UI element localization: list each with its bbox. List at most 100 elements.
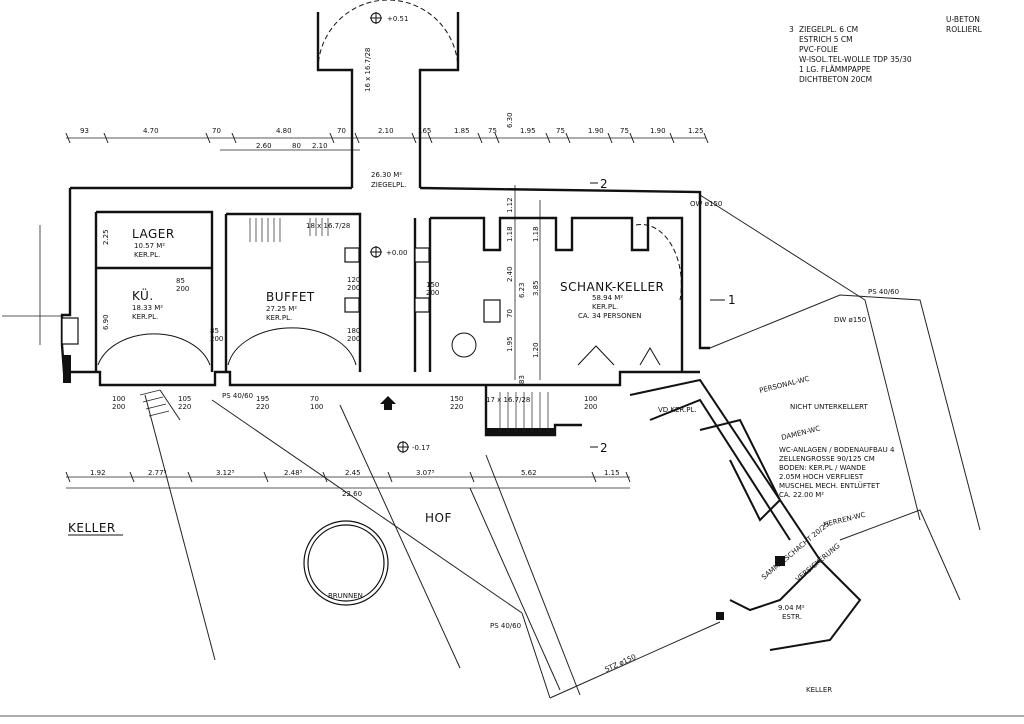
stair-label-2: 16 x 16.7/28 [364, 48, 372, 92]
dim-vert-2: 1.18 [532, 226, 540, 242]
dim-bottom-3: 2.48⁵ [284, 469, 303, 477]
section-lines [590, 182, 725, 448]
dim-vert-1: 1.18 [506, 226, 514, 242]
dim-top-11: 1.90 [588, 127, 604, 135]
keller-bottom-label: KELLER [806, 686, 832, 694]
room-buffet-name: BUFFET [266, 290, 315, 304]
room-corridor-floor: ZIEGELPL. [371, 181, 406, 189]
notes-line-2: ESTRICH 5 CM [799, 35, 853, 44]
dim-total: 22.60 [342, 490, 362, 498]
wc-annex-walls [629, 378, 862, 651]
site-lines [0, 194, 1024, 717]
misc-label-3: STZ ø150 [604, 653, 638, 674]
shaft-4: DW ø150 [834, 316, 866, 324]
misc-label-1: SAMMELSCHACHT 20/25 [760, 520, 831, 581]
notes-right-2: ROLLIERL [946, 25, 983, 34]
dim-bottom-1: 2.77⁵ [148, 469, 167, 477]
vault-arches [97, 0, 682, 366]
brunnen-label: BRUNNEN [328, 592, 363, 600]
wc-block-line-4: MUSCHEL MECH. ENTLÜFTET [779, 481, 880, 490]
shaft-0: PS 40/60 [222, 392, 253, 400]
estr-area: 9.04 M² [778, 604, 805, 612]
notes-line-6: DICHTBETON 20CM [799, 75, 872, 84]
dim-bottom-5: 3.07⁵ [416, 469, 435, 477]
room-lager-area: 10.57 M² [134, 242, 165, 250]
dim-top-3: 4.80 [276, 127, 292, 135]
room-corridor-area: 26.30 M² [371, 171, 402, 179]
room-buffet-area: 27.25 M² [266, 305, 297, 313]
notes-line-1: ZIEGELPL. 6 CM [799, 25, 858, 34]
dim-vert-4: 6.23 [518, 282, 526, 298]
entrance-arrow-icon [380, 396, 396, 410]
hof-label: HOF [425, 511, 452, 525]
room-schank-name: SCHANK-KELLER [560, 280, 664, 294]
shaft-2: PS 40/60 [490, 622, 521, 630]
dim-top2-0: 2.60 [256, 142, 272, 150]
stair-treads [139, 218, 549, 432]
room-kueche-floor: KER.PL. [132, 313, 158, 321]
building-walls [60, 12, 710, 437]
black-wall-fill-2 [486, 428, 554, 434]
plan-title: KELLER [68, 521, 116, 535]
wc-block-line-2: BODEN: KER.PL / WANDE [779, 464, 866, 472]
dim-top2-2: 2.10 [312, 142, 328, 150]
dim-top-4: 70 [337, 127, 346, 135]
wc-black-marker-2 [716, 612, 724, 620]
level-center: +0.00 [386, 249, 407, 257]
dim-left-0: 2.25 [102, 229, 110, 245]
dim-bottom-7: 1.15 [604, 469, 620, 477]
dim-top-6: 165 [418, 127, 431, 135]
room-schank-persons: CA. 34 PERSONEN [578, 312, 642, 320]
dim-vert-6: 70 [506, 309, 514, 318]
wc-block-title: WC-ANLAGEN / BODENAUFBAU 4 [779, 446, 895, 454]
dim-bottom-2: 3.12⁵ [216, 469, 235, 477]
dim-vert-9: 83 [518, 375, 526, 384]
section-mark-1: 1 [728, 293, 736, 307]
dim-top-13: 1.90 [650, 127, 666, 135]
nicht-unterkellert-label: NICHT UNTERKELLERT [790, 403, 868, 411]
dim-top2-1: 80 [292, 142, 301, 150]
wc-block-line-5: CA. 22.00 M² [779, 491, 824, 499]
dim-vert-5: 3.85 [532, 280, 540, 296]
stair-label-1: 17 x 16.7/28 [486, 396, 530, 404]
shaft-1: PS 40/60 [868, 288, 899, 296]
estr-floor: ESTR. [782, 613, 802, 621]
dim-top-1: 4.70 [143, 127, 159, 135]
section-mark-2-bottom: 2 [600, 441, 608, 455]
plan-text: KELLER +0.51 +0.00 -0.17 3 ZIEGELPL. 6 C… [68, 15, 983, 694]
black-wall-fill [63, 355, 71, 383]
dim-top-5: 2.10 [378, 127, 394, 135]
dim-top-9: 1.95 [520, 127, 536, 135]
dim-vert-7: 1.95 [506, 336, 514, 352]
misc-label-0: VD KER.PL. [658, 406, 697, 414]
stair-label-0: 18 x 16.7/28 [306, 222, 350, 230]
damen-wc-label: DAMEN-WC [781, 425, 822, 442]
notes-right-1: U-BETON [946, 15, 980, 24]
level-yard: -0.17 [412, 444, 430, 452]
dim-top-10: 75 [556, 127, 565, 135]
section-mark-2-top: 2 [600, 177, 608, 191]
dimension-ticks [65, 132, 709, 483]
pillars [61, 247, 501, 345]
room-schank-area: 58.94 M² [592, 294, 623, 302]
notes-index: 3 [789, 25, 794, 34]
wc-block-line-1: ZELLENGROSSE 90/125 CM [779, 455, 875, 463]
dim-top-8: 75 [488, 127, 497, 135]
dim-bottom-4: 2.45 [345, 469, 361, 477]
dim-vert-8: 1.20 [532, 342, 540, 358]
notes-line-4: W-ISOL.TEL-WOLLE TDP 35/30 [799, 55, 912, 64]
notes-line-5: 1 LG. FLÄMMPAPPE [799, 65, 871, 74]
room-buffet-floor: KER.PL. [266, 314, 292, 322]
dim-top-7: 1.85 [454, 127, 470, 135]
